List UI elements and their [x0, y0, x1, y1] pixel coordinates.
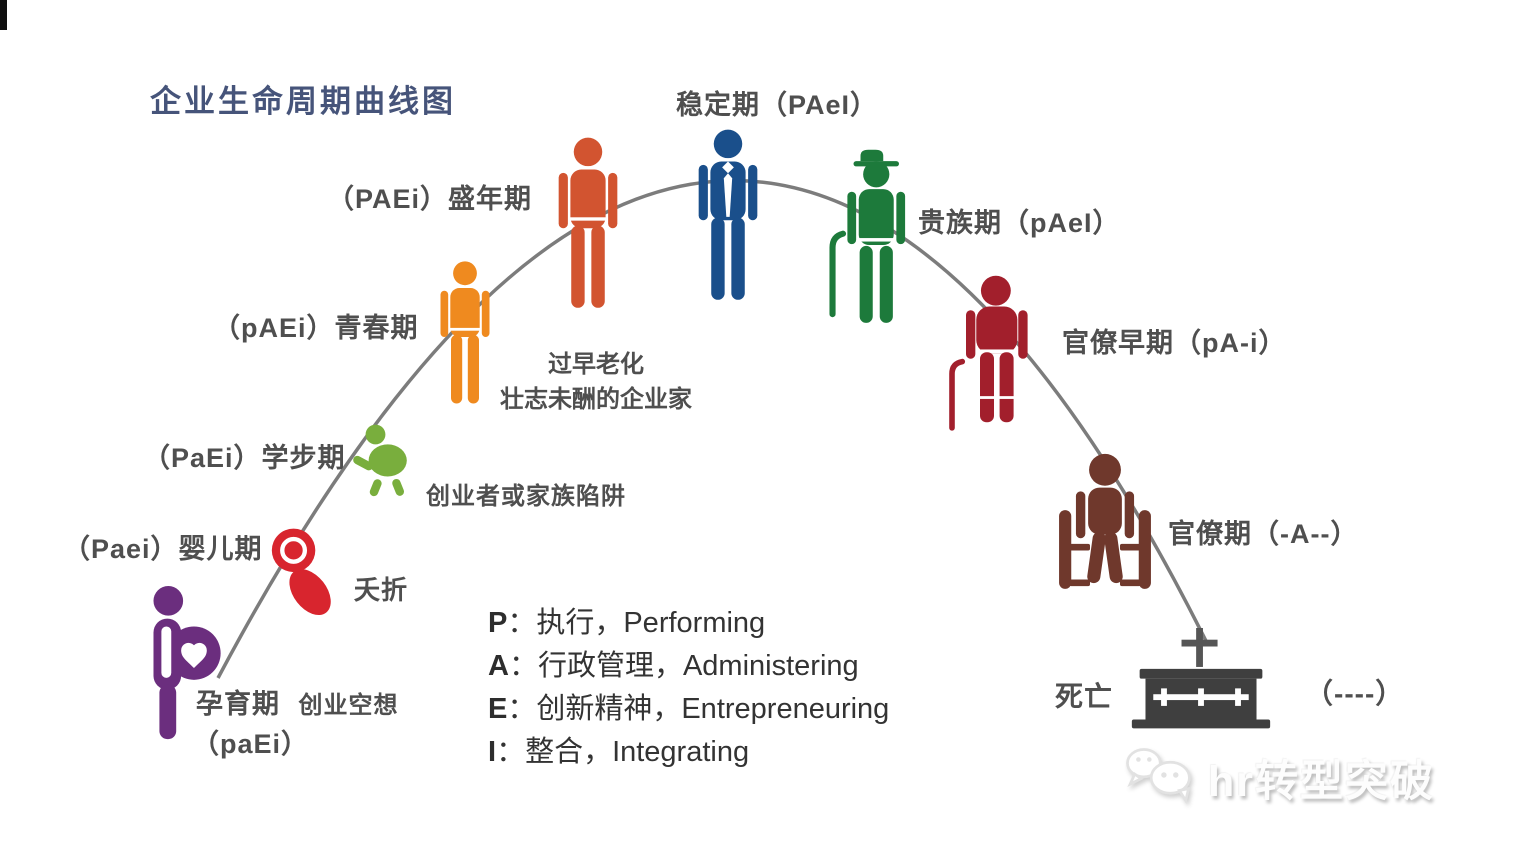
stage-label-early-bureaucracy: 官僚早期（pA-i） — [1062, 328, 1287, 358]
aristocracy-figure-icon — [815, 148, 920, 336]
legend-letter-i: I — [488, 736, 497, 768]
stage-label-infancy: （Paei）婴儿期 — [63, 534, 263, 564]
early-bureaucracy-figure-icon — [938, 272, 1050, 440]
bureaucracy-wheelchair-figure-icon — [1044, 452, 1166, 602]
legend-row-p: P：执行，Performing — [488, 602, 889, 645]
scan-artifact — [0, 0, 7, 30]
legend-row-a: A：行政管理，Administering — [488, 645, 889, 688]
courtship-pregnant-figure-icon — [136, 586, 248, 744]
infancy-baby-figure-icon — [264, 526, 344, 626]
stage-label-courtship: 孕育期 创业空想 — [196, 682, 398, 721]
courtship-name: 孕育期 — [196, 689, 280, 719]
legend-text-e: ：创新精神，Entrepreneuring — [507, 693, 890, 725]
adolescence-figure-icon — [430, 260, 500, 407]
legend-text-p: ：执行，Performing — [507, 607, 766, 639]
paei-legend: P：执行，Performing A：行政管理，Administering E：创… — [488, 602, 889, 774]
fantasy-annotation: 创业空想 — [298, 692, 399, 719]
stage-label-bureaucracy: 官僚期（-A--） — [1168, 519, 1359, 549]
stability-figure-icon — [686, 128, 770, 304]
stage-code-death: （----） — [1305, 678, 1405, 709]
legend-letter-p: P — [488, 607, 508, 639]
stage-label-prime: （PAEi）盛年期 — [327, 184, 533, 214]
stage-code-courtship: （paEi） — [192, 729, 310, 759]
premature-aging-line2: 壮志未酬的企业家 — [500, 385, 692, 413]
stage-label-death: 死亡 — [1055, 681, 1114, 712]
legend-letter-e: E — [488, 693, 508, 725]
watermark: hr转型突破 — [1122, 742, 1435, 813]
stage-label-go-go: （PaEi）学步期 — [143, 443, 346, 473]
legend-row-e: E：创新精神，Entrepreneuring — [488, 688, 889, 731]
stage-label-stability: 稳定期（PAeI） — [676, 90, 879, 120]
legend-text-a: ：行政管理，Administering — [508, 650, 859, 682]
legend-text-i: ：整合，Integrating — [496, 736, 750, 768]
infant-mortality-annotation: 夭折 — [354, 575, 409, 605]
stage-label-aristocracy: 贵族期（pAeI） — [918, 208, 1121, 238]
premature-aging-annotation: 过早老化 壮志未酬的企业家 — [478, 348, 714, 418]
stage-label-adolescence: （pAEi）青春期 — [213, 313, 419, 343]
watermark-text: hr转型突破 — [1208, 757, 1435, 806]
wechat-bubbles-icon — [1122, 742, 1204, 813]
legend-row-i: I：整合，Integrating — [488, 731, 889, 774]
founder-trap-annotation: 创业者或家族陷阱 — [426, 483, 626, 510]
legend-letter-a: A — [488, 650, 509, 682]
diagram-title: 企业生命周期曲线图 — [150, 84, 456, 119]
premature-aging-line1: 过早老化 — [548, 351, 644, 378]
death-coffin-icon — [1118, 628, 1284, 740]
gogo-toddler-figure-icon — [348, 416, 432, 508]
prime-figure-icon — [546, 136, 630, 312]
